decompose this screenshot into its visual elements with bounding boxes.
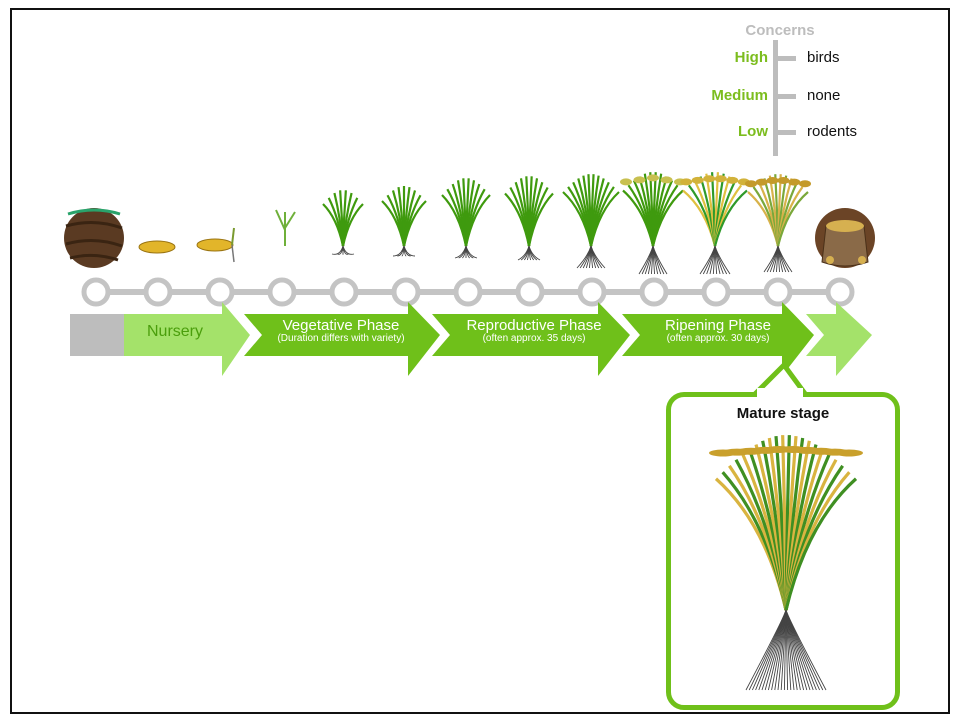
timeline-node: [763, 277, 793, 307]
concern-high-value: birds: [807, 49, 840, 66]
vegetative-arrow: [244, 302, 440, 376]
ripening-phase-label: Ripening Phase (often approx. 30 days): [634, 318, 802, 344]
concern-level-high: High: [734, 49, 768, 66]
plant-stage-9: [620, 172, 686, 275]
vegetative-phase-title: Vegetative Phase: [282, 317, 400, 334]
concern-medium-value: none: [807, 87, 841, 104]
plant-stage-10: [680, 172, 750, 275]
reproductive-phase-label: Reproductive Phase (often approx. 35 day…: [446, 318, 622, 344]
plant-stage-7: [504, 176, 554, 261]
plant-stage-8: [562, 174, 620, 269]
timeline-node: [639, 277, 669, 307]
nursery-label: Nursery: [146, 323, 203, 340]
reproductive-arrow: [432, 302, 630, 376]
stage-illustrations: [64, 172, 875, 275]
nursery-arrow: [124, 302, 250, 376]
reproductive-phase-title: Reproductive Phase: [466, 317, 602, 334]
seed-icon: [138, 240, 176, 254]
concerns-title: Concerns: [745, 22, 815, 39]
timeline-node: [81, 277, 111, 307]
ripening-phase-title: Ripening Phase: [665, 317, 771, 334]
concern-level-medium: Medium: [711, 87, 768, 104]
timeline: [81, 277, 855, 307]
timeline-node: [329, 277, 359, 307]
plant-stage-6: [441, 178, 491, 259]
timeline-node: [143, 277, 173, 307]
plant-stage-4: [322, 190, 364, 255]
timeline-node: [453, 277, 483, 307]
timeline-node: [205, 277, 235, 307]
concern-low-value: rodents: [807, 123, 858, 140]
timeline-node: [267, 277, 297, 307]
concern-level-low: Low: [738, 123, 768, 140]
ripening-arrow: [622, 302, 814, 376]
harvest-sack-icon: [815, 208, 875, 268]
plant-stage-5: [381, 186, 427, 257]
ripening-phase-subtitle: (often approx. 30 days): [666, 332, 770, 344]
soil-icon: [64, 208, 124, 268]
vegetative-phase-subtitle: (Duration differs with variety): [277, 332, 405, 344]
timeline-node: [391, 277, 421, 307]
timeline-node: [577, 277, 607, 307]
timeline-node: [515, 277, 545, 307]
phase-arrows: [70, 302, 872, 376]
timeline-node: [701, 277, 731, 307]
pre-nursery-block: [70, 314, 125, 356]
concerns-scale: [773, 40, 796, 156]
harvest-arrow: [806, 302, 872, 376]
vegetative-phase-label: Vegetative Phase (Duration differs with …: [256, 318, 426, 344]
reproductive-phase-subtitle: (often approx. 35 days): [482, 332, 586, 344]
timeline-node: [825, 277, 855, 307]
mature-stage-title: Mature stage: [736, 405, 830, 422]
germinating-seed-icon: [196, 227, 235, 263]
seedling-icon: [275, 209, 296, 246]
plant-stage-11: [745, 174, 811, 273]
